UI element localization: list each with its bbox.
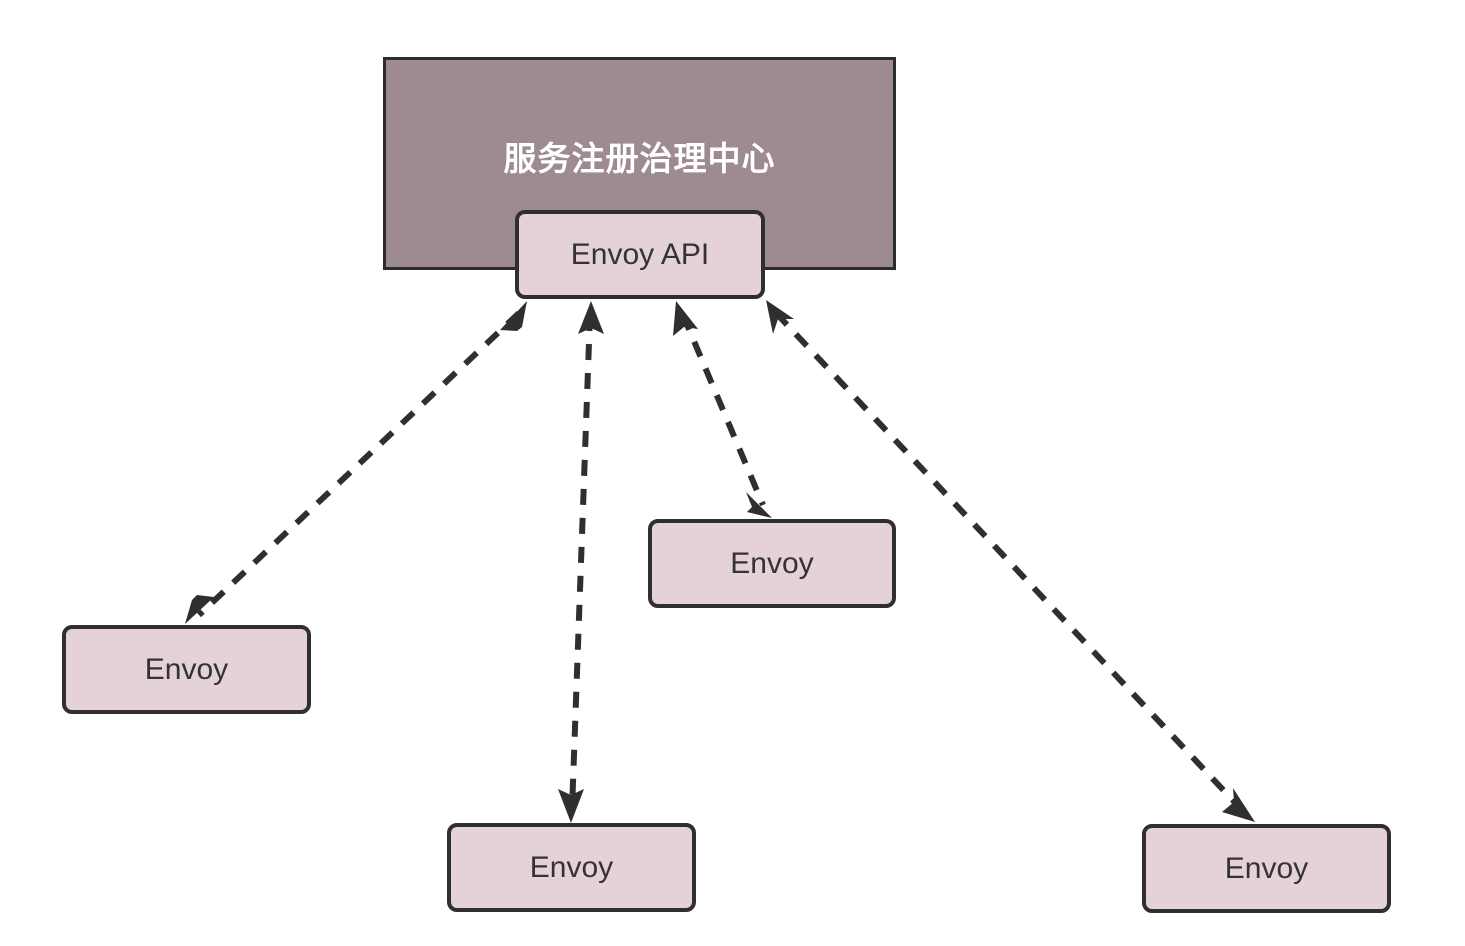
arrow-head-down-left <box>185 595 214 624</box>
arrow-head-down-right <box>1222 788 1255 822</box>
edge-api-to-envoy-middle-right <box>673 301 772 518</box>
arrow-head-down-midright <box>746 492 772 518</box>
envoy-node-middle-right[interactable]: Envoy <box>648 519 896 608</box>
arrow-head-up-midright <box>673 301 698 336</box>
envoy-node-bottom-right[interactable]: Envoy <box>1142 824 1391 913</box>
envoy-node-bottom-middle[interactable]: Envoy <box>447 823 696 912</box>
service-registry-title: 服务注册治理中心 <box>503 140 776 177</box>
envoy-api-node[interactable]: Envoy API <box>515 210 765 299</box>
arrow-head-up-middle <box>578 301 604 334</box>
edge-api-to-envoy-left <box>185 301 527 624</box>
arrow-head-up-left <box>500 301 527 331</box>
envoy-node-left[interactable]: Envoy <box>62 625 311 714</box>
arrow-head-up-right <box>766 300 794 334</box>
edge-api-to-envoy-bottom-middle <box>558 301 604 823</box>
arrow-head-down-middle <box>558 789 584 823</box>
